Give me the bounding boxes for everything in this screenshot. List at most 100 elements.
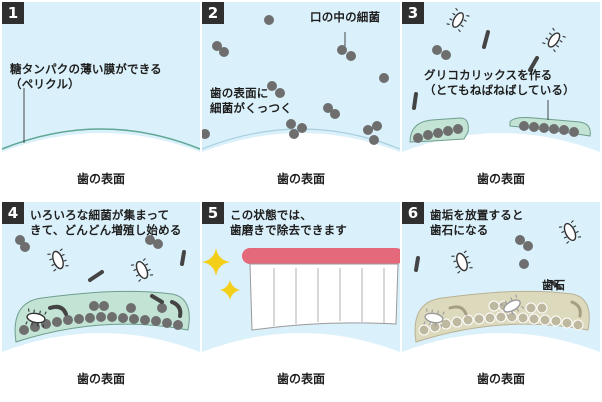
panel-number: 3 bbox=[402, 2, 424, 24]
bacteria-cocci-icon bbox=[19, 325, 29, 335]
bacteria-cocci-icon bbox=[52, 317, 62, 327]
bacteria-cocci-icon bbox=[423, 130, 433, 140]
panel-4-scene bbox=[2, 202, 200, 400]
bacteria-cocci-icon bbox=[515, 235, 525, 245]
bacteria-rod-icon bbox=[448, 305, 468, 316]
bacteria-cocci-icon bbox=[202, 129, 210, 139]
bacteria-spiky-icon bbox=[558, 220, 582, 244]
bacteria-cocci-icon bbox=[529, 122, 539, 132]
bacteria-cocci-icon bbox=[451, 316, 463, 328]
bacteria-cocci-icon bbox=[539, 123, 549, 133]
bacteria-spiky-icon bbox=[446, 7, 470, 33]
panel-1: 1 糖タンパクの薄い膜ができる （ペリクル） 歯の表面 bbox=[2, 2, 200, 200]
bacteria-cocci-icon bbox=[432, 45, 442, 55]
bacteria-cocci-icon bbox=[212, 41, 222, 51]
bacteria-cocci-icon bbox=[379, 73, 389, 83]
bacteria-cocci-icon bbox=[140, 315, 150, 325]
panel-1-scene bbox=[2, 2, 200, 200]
tooth-surface-label: 歯の表面 bbox=[476, 172, 525, 186]
bacteria-cocci-icon bbox=[63, 315, 73, 325]
bacteria-cocci-icon bbox=[495, 311, 507, 323]
bacteria-cocci-icon bbox=[89, 301, 99, 311]
bacteria-cocci-icon bbox=[346, 51, 356, 61]
bacteria-cocci-icon bbox=[126, 303, 136, 313]
bacteria-cocci-icon bbox=[372, 121, 382, 131]
bacteria-cocci-icon bbox=[561, 317, 573, 329]
bacteria-spiky-icon bbox=[499, 294, 525, 318]
bacteria-cocci-icon bbox=[145, 235, 155, 245]
tooth-surface bbox=[202, 133, 400, 200]
pellicle-layer bbox=[2, 128, 200, 150]
bacteria-cocci-icon bbox=[536, 302, 548, 314]
mouth-bacteria-caption: 口の中の細菌 bbox=[310, 10, 381, 24]
bacteria-spiky-icon bbox=[47, 248, 69, 272]
panel-caption: 歯の表面に 細菌がくっつく bbox=[210, 86, 292, 115]
tooth-surface bbox=[402, 333, 600, 400]
bacteria-cocci-icon bbox=[418, 324, 430, 336]
sparkle-icon bbox=[220, 280, 240, 300]
bacteria-rod-icon bbox=[412, 92, 418, 110]
bacteria-cocci-icon bbox=[15, 235, 25, 245]
bacteria-rod-icon bbox=[414, 256, 420, 272]
bacteria-cocci-icon bbox=[473, 313, 485, 325]
panel-4: 4 いろいろな細菌が集まって きて、どんどん増殖し始める 歯の表面 bbox=[2, 202, 200, 400]
bacteria-cocci-icon bbox=[572, 319, 584, 331]
bacteria-rod-icon bbox=[570, 300, 582, 318]
bacteria-cocci-icon bbox=[488, 300, 500, 312]
bacteria-cocci-icon bbox=[264, 15, 274, 25]
bacteria-cocci-icon bbox=[523, 241, 533, 251]
bacteria-cocci-icon bbox=[443, 126, 453, 136]
panel-3: 3 グリコカリックスを作る （とてもねばねばしている） 歯の表面 bbox=[402, 2, 600, 200]
tooth-surface bbox=[2, 333, 200, 400]
tooth-surface-label: 歯の表面 bbox=[476, 372, 525, 386]
bacteria-cocci-icon bbox=[99, 301, 109, 311]
bacteria-cocci-icon bbox=[173, 320, 183, 330]
bacteria-rod-icon bbox=[88, 270, 104, 282]
bacteria-cocci-icon bbox=[286, 119, 296, 129]
bacteria-cocci-icon bbox=[219, 47, 229, 57]
bacteria-cocci-icon bbox=[297, 123, 307, 133]
bacteria-cocci-icon bbox=[129, 314, 139, 324]
bacteria-cocci-icon bbox=[330, 109, 340, 119]
bacteria-cocci-icon bbox=[433, 128, 443, 138]
bacteria-cocci-icon bbox=[525, 302, 537, 314]
bacteria-spiky-icon bbox=[130, 258, 154, 282]
bacteria-cocci-icon bbox=[337, 45, 347, 55]
bacteria-cocci-icon bbox=[153, 239, 163, 249]
bacteria-cocci-icon bbox=[162, 318, 172, 328]
bacteria-cocci-icon bbox=[20, 242, 30, 252]
panel-2-scene bbox=[202, 2, 400, 200]
bacteria-cocci-icon-group bbox=[202, 15, 389, 145]
bacteria-cocci-icon bbox=[85, 313, 95, 323]
bacteria-rod-icon bbox=[180, 250, 186, 266]
bacteria-cocci-icon bbox=[539, 314, 551, 326]
panel-3-scene bbox=[402, 2, 600, 200]
bacteria-spiky-icon bbox=[25, 308, 47, 328]
tartar-label: 歯石 bbox=[542, 278, 566, 292]
panel-6: 6 歯垢を放置すると 歯石になる 歯石 歯の表面 bbox=[402, 202, 600, 400]
panel-number: 4 bbox=[2, 202, 24, 224]
bacteria-cocci-icon bbox=[453, 124, 463, 134]
panel-number: 1 bbox=[2, 2, 24, 24]
bacteria-cocci-icon bbox=[549, 124, 559, 134]
bacteria-rod-icon bbox=[482, 30, 490, 49]
tooth-surface bbox=[2, 133, 200, 200]
bacteria-rod-icon bbox=[48, 304, 68, 316]
bacteria-cocci-icon bbox=[569, 127, 579, 137]
bacteria-cocci-icon bbox=[275, 88, 285, 98]
panel-number: 2 bbox=[202, 2, 224, 24]
bacteria-cocci-icon bbox=[323, 103, 333, 113]
bacteria-cocci-icon bbox=[369, 135, 379, 145]
panel-5-scene bbox=[202, 202, 400, 400]
panel-5: 5 この状態では、 歯磨きで除去できます 歯の表面 bbox=[202, 202, 400, 400]
sparkle-icon bbox=[202, 248, 230, 276]
bacteria-rod-icon bbox=[528, 56, 539, 72]
bacteria-cocci-icon bbox=[462, 314, 474, 326]
bacteria-cocci-icon bbox=[96, 312, 106, 322]
bacteria-cocci-icon bbox=[440, 318, 452, 330]
bacteria-spiky-icon bbox=[451, 250, 473, 274]
bacteria-rod-icon bbox=[550, 280, 562, 290]
bacteria-cocci-icon bbox=[559, 125, 569, 135]
tooth-surface-label: 歯の表面 bbox=[76, 172, 125, 186]
